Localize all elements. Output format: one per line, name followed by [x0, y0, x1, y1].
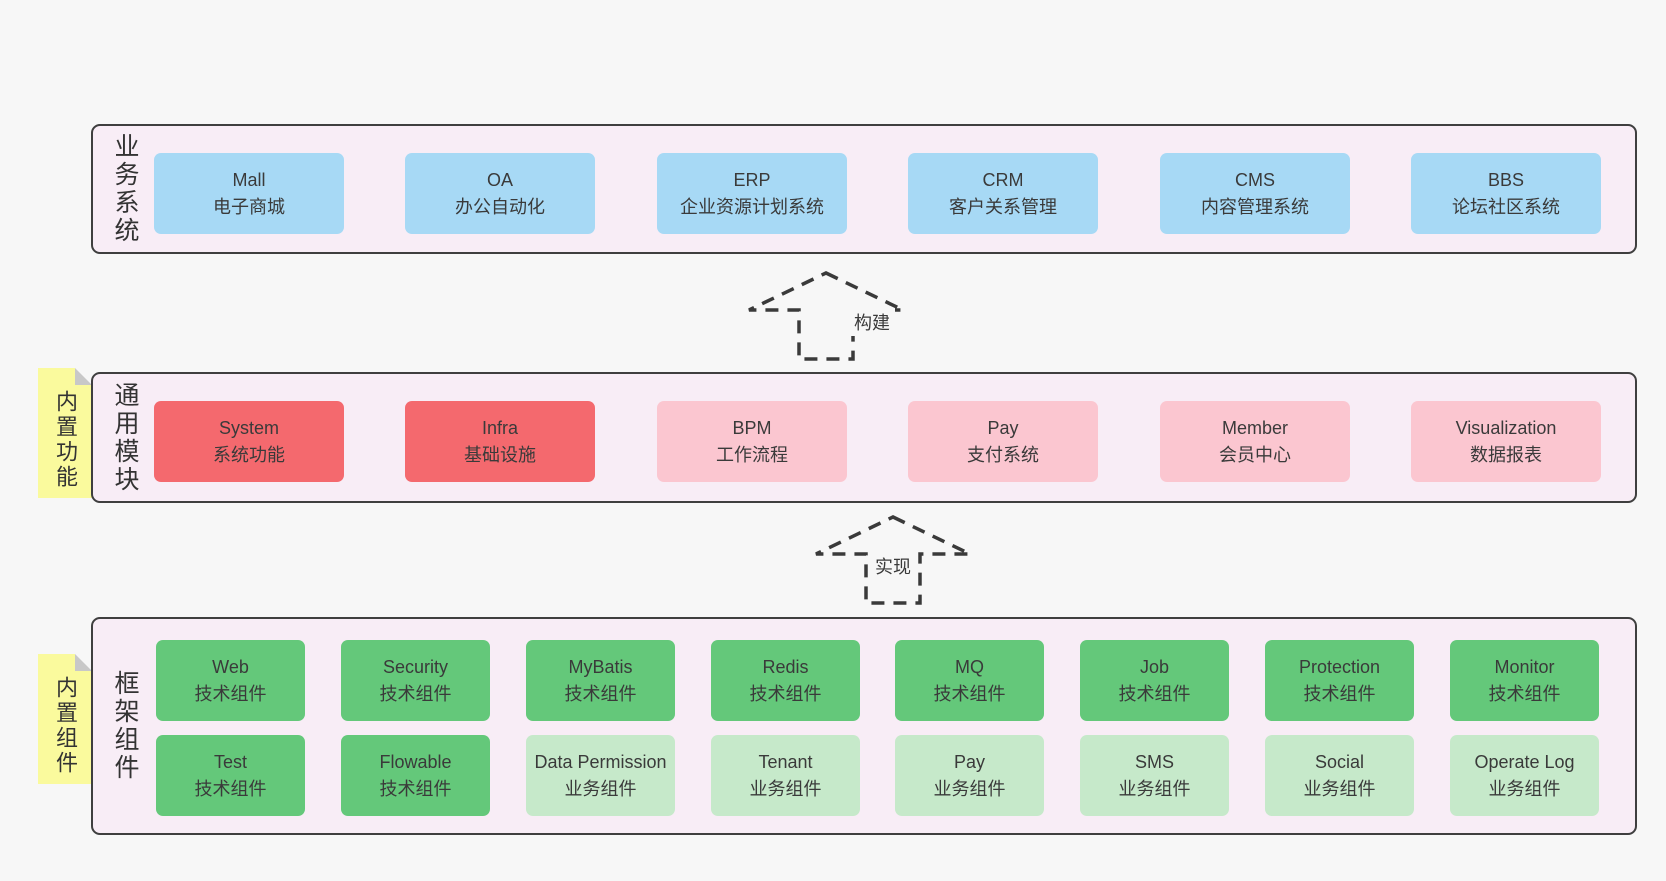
- box-subtitle: 业务组件: [1118, 778, 1191, 799]
- business-systems-panel: 业务系统 Mall 电子商城 OA 办公自动化 ERP 企业资源计划系统 CRM…: [91, 124, 1637, 254]
- box-subtitle: 技术组件: [379, 683, 452, 704]
- sticky-note-built-in-components: 内置组件: [38, 654, 92, 784]
- implement-arrow: 实现: [813, 514, 973, 606]
- box-title: ERP: [733, 170, 771, 191]
- box-subtitle: 工作流程: [716, 444, 788, 465]
- box-subtitle: 业务组件: [564, 778, 637, 799]
- box-title: System: [218, 418, 279, 439]
- box-subtitle: 技术组件: [194, 778, 267, 799]
- box-monitor: Monitor 技术组件: [1450, 640, 1599, 721]
- box-test: Test 技术组件: [156, 735, 305, 816]
- box-title: Social: [1314, 752, 1365, 773]
- box-system: System 系统功能: [154, 401, 344, 482]
- box-title: BBS: [1487, 170, 1525, 191]
- box-mq: MQ 技术组件: [895, 640, 1044, 721]
- framework-components-panel-label: 框架组件: [111, 670, 139, 782]
- box-subtitle: 业务组件: [1488, 778, 1561, 799]
- box-subtitle: 技术组件: [933, 683, 1006, 704]
- box-title: Test: [213, 752, 247, 773]
- box-subtitle: 技术组件: [749, 683, 822, 704]
- box-subtitle: 技术组件: [1303, 683, 1376, 704]
- box-protection: Protection 技术组件: [1265, 640, 1414, 721]
- box-title: Web: [212, 657, 249, 678]
- sticky-note-label: 内置功能: [53, 389, 78, 490]
- box-subtitle: 支付系统: [967, 444, 1039, 465]
- box-title: MQ: [955, 657, 984, 678]
- box-subtitle: 业务组件: [749, 778, 822, 799]
- sticky-note-label: 内置组件: [53, 675, 78, 776]
- box-bpm: BPM 工作流程: [657, 401, 847, 482]
- sticky-note-built-in-features: 内置功能: [38, 368, 92, 498]
- box-subtitle: 技术组件: [564, 683, 637, 704]
- box-subtitle: 技术组件: [1488, 683, 1561, 704]
- box-subtitle: 技术组件: [1118, 683, 1191, 704]
- box-member: Member 会员中心: [1160, 401, 1350, 482]
- box-visualization: Visualization 数据报表: [1411, 401, 1601, 482]
- box-oa: OA 办公自动化: [405, 153, 595, 234]
- box-subtitle: 电子商城: [213, 196, 285, 217]
- box-sms: SMS 业务组件: [1080, 735, 1229, 816]
- box-title: Mall: [232, 170, 266, 191]
- box-title: SMS: [1134, 752, 1174, 773]
- build-arrow: 构建: [746, 270, 906, 362]
- box-title: Tenant: [758, 752, 813, 773]
- box-job: Job 技术组件: [1080, 640, 1229, 721]
- box-web: Web 技术组件: [156, 640, 305, 721]
- box-title: Data Permission: [534, 752, 667, 773]
- box-crm: CRM 客户关系管理: [908, 153, 1098, 234]
- box-pay-component: Pay 业务组件: [895, 735, 1044, 816]
- box-mybatis: MyBatis 技术组件: [526, 640, 675, 721]
- business-systems-panel-label: 业务系统: [111, 133, 139, 245]
- box-title: Flowable: [379, 752, 452, 773]
- box-data-permission: Data Permission 业务组件: [526, 735, 675, 816]
- box-title: Security: [382, 657, 449, 678]
- box-title: Pay: [953, 752, 986, 773]
- build-arrow-label: 构建: [849, 308, 895, 336]
- box-cms: CMS 内容管理系统: [1160, 153, 1350, 234]
- common-modules-panel: 通用模块 System 系统功能 Infra 基础设施 BPM 工作流程 Pay…: [91, 372, 1637, 503]
- box-title: Visualization: [1455, 418, 1557, 439]
- box-subtitle: 企业资源计划系统: [680, 196, 824, 217]
- framework-components-panel: 框架组件 Web 技术组件 Security 技术组件 MyBatis 技术组件…: [91, 617, 1637, 835]
- box-subtitle: 客户关系管理: [949, 196, 1057, 217]
- box-infra: Infra 基础设施: [405, 401, 595, 482]
- box-title: OA: [486, 170, 513, 191]
- box-title: CMS: [1235, 170, 1275, 191]
- box-operate-log: Operate Log 业务组件: [1450, 735, 1599, 816]
- box-title: Protection: [1298, 657, 1381, 678]
- box-social: Social 业务组件: [1265, 735, 1414, 816]
- dashed-up-arrow-icon: [815, 515, 971, 605]
- box-subtitle: 办公自动化: [455, 196, 545, 217]
- box-title: Pay: [987, 418, 1019, 439]
- box-title: Job: [1139, 657, 1170, 678]
- box-title: Monitor: [1494, 657, 1555, 678]
- box-pay-module: Pay 支付系统: [908, 401, 1098, 482]
- box-bbs: BBS 论坛社区系统: [1411, 153, 1601, 234]
- implement-arrow-label: 实现: [870, 552, 916, 580]
- box-subtitle: 系统功能: [213, 444, 285, 465]
- box-subtitle: 内容管理系统: [1201, 196, 1309, 217]
- box-title: CRM: [982, 170, 1024, 191]
- box-title: Infra: [481, 418, 519, 439]
- box-subtitle: 基础设施: [464, 444, 536, 465]
- box-subtitle: 技术组件: [194, 683, 267, 704]
- box-tenant: Tenant 业务组件: [711, 735, 860, 816]
- box-subtitle: 会员中心: [1219, 444, 1291, 465]
- box-redis: Redis 技术组件: [711, 640, 860, 721]
- box-subtitle: 技术组件: [379, 778, 452, 799]
- box-subtitle: 论坛社区系统: [1452, 196, 1560, 217]
- box-subtitle: 业务组件: [933, 778, 1006, 799]
- box-title: Operate Log: [1474, 752, 1575, 773]
- box-flowable: Flowable 技术组件: [341, 735, 490, 816]
- box-title: MyBatis: [568, 657, 633, 678]
- box-title: Member: [1221, 418, 1288, 439]
- box-title: Redis: [762, 657, 809, 678]
- box-title: BPM: [732, 418, 772, 439]
- common-modules-panel-label: 通用模块: [111, 381, 139, 494]
- box-mall: Mall 电子商城: [154, 153, 344, 234]
- box-security: Security 技术组件: [341, 640, 490, 721]
- box-erp: ERP 企业资源计划系统: [657, 153, 847, 234]
- box-subtitle: 数据报表: [1470, 444, 1542, 465]
- box-subtitle: 业务组件: [1303, 778, 1376, 799]
